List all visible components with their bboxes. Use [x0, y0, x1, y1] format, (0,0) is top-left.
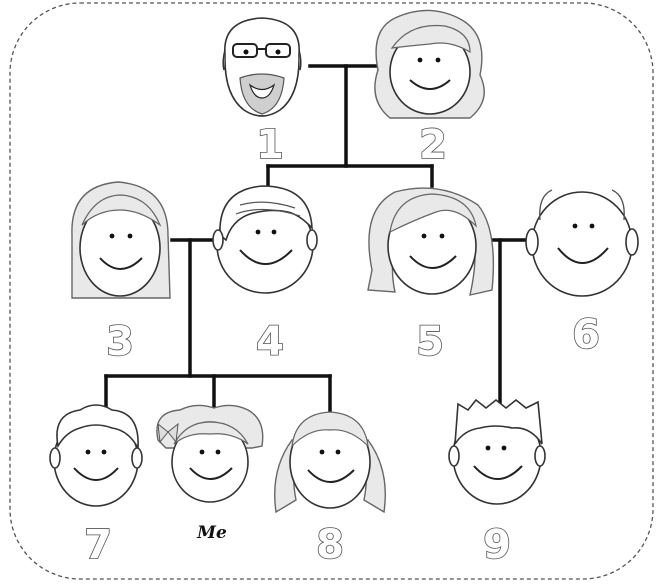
- label-9: 9: [483, 522, 511, 568]
- label-8: 8: [316, 522, 344, 568]
- label-7: 7: [84, 522, 112, 568]
- label-me: Me: [196, 523, 227, 543]
- person-9-face-icon: [448, 398, 546, 505]
- person-5-face-icon: [367, 187, 495, 296]
- person-2-face-icon: [374, 9, 485, 119]
- label-3: 3: [106, 319, 134, 365]
- label-4: 4: [256, 319, 284, 365]
- person-3-face-icon: [71, 181, 171, 299]
- connector-lines: [104, 64, 532, 414]
- person-7-face-icon: [49, 404, 143, 507]
- label-2: 2: [419, 122, 447, 168]
- label-5: 5: [416, 319, 444, 365]
- person-4-face-icon: [212, 185, 318, 294]
- person-6-face-icon: [525, 189, 639, 297]
- label-1: 1: [256, 122, 284, 168]
- person-8-face-icon: [274, 411, 386, 514]
- person-1-face-icon: [222, 17, 302, 117]
- label-6: 6: [572, 312, 600, 358]
- dashed-border: [9, 2, 654, 580]
- me-face-icon: [156, 404, 264, 503]
